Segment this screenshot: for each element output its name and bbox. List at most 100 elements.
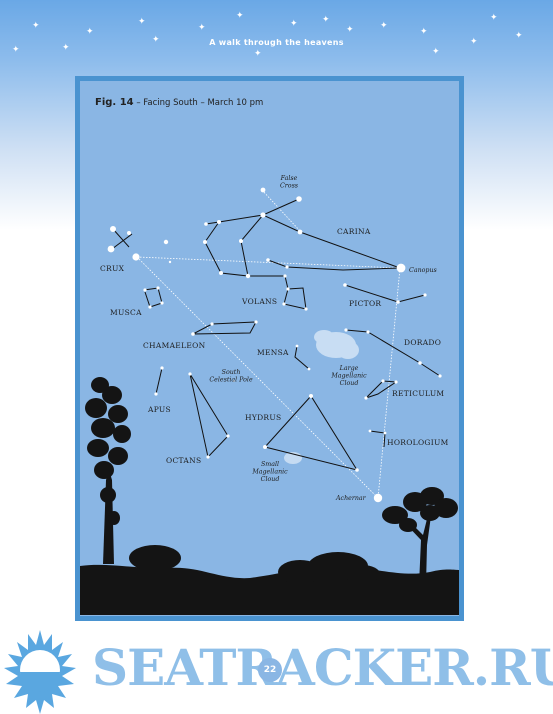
star-icon [366, 330, 370, 334]
octans-label: OCTANS [166, 456, 201, 465]
constellation-labels: CARINA CRUX Canopus VOLANS PICTOR MUSCA … [100, 227, 449, 502]
star-icon [160, 301, 164, 305]
pictor-label: PICTOR [349, 299, 381, 308]
star-icon: ✦ [152, 35, 160, 45]
south-celestial-pole-label-line: South [222, 369, 241, 376]
volans-label: VOLANS [241, 297, 277, 306]
large-magellanic-cloud-label-line: Cloud [340, 380, 359, 387]
star-icon [191, 332, 195, 336]
star-icon [168, 260, 172, 264]
hydrus-label: HYDRUS [245, 413, 281, 422]
star-icon: ✦ [198, 23, 206, 33]
star-icon [418, 361, 422, 365]
small-magellanic-cloud-label-line: Magellanic [251, 469, 288, 476]
star-icon [283, 274, 287, 278]
star-icon [203, 240, 207, 244]
page-header-title: A walk through the heavens [209, 38, 344, 47]
star-icon [285, 265, 289, 269]
star-icon [355, 468, 359, 472]
star-icon [204, 222, 208, 226]
star-icon [239, 239, 243, 243]
star-icon [286, 287, 290, 291]
crux-label: CRUX [100, 264, 125, 273]
star-icon [160, 366, 164, 370]
star-icon [295, 344, 299, 348]
star-icon [307, 367, 311, 371]
star-icon: ✦ [380, 21, 388, 31]
star-icon [245, 273, 251, 279]
figure-number: Fig. 14 [95, 97, 134, 108]
star-icon [132, 253, 140, 261]
false-cross-label-line: Cross [280, 183, 299, 190]
star-icon [254, 320, 258, 324]
star-icon: ✦ [32, 21, 40, 31]
dorado-label: DORADO [404, 338, 441, 347]
star-icon [226, 434, 230, 438]
star-icon: ✦ [138, 17, 146, 27]
star-icon [210, 322, 214, 326]
star-icon: ✦ [86, 27, 94, 37]
south-celestial-pole-label-line: Celestial Pole [209, 377, 253, 384]
page-number: 22 [258, 658, 282, 682]
canopus-label: Canopus [409, 267, 438, 274]
figure-caption: Fig. 14 – Facing South – March 10 pm [95, 97, 263, 108]
star-icon [154, 392, 158, 396]
star-icon: ✦ [490, 13, 498, 23]
star-icon [396, 300, 400, 304]
star-icon [394, 380, 398, 384]
mensa-label: MENSA [257, 348, 289, 357]
star-icon: ✦ [515, 31, 523, 41]
star-icon [296, 196, 302, 202]
star-icon: ✦ [420, 27, 428, 37]
canopus-star-icon [396, 263, 406, 273]
star-icon [217, 220, 221, 224]
star-icon [309, 394, 313, 398]
star-icon [368, 429, 372, 433]
achernar-star-icon [373, 493, 383, 503]
brand-watermark: SEATRACKER.RU [92, 638, 553, 697]
star-icon: ✦ [254, 49, 262, 59]
star-icon [260, 212, 266, 218]
constellation-lines [111, 198, 441, 471]
star-icon [282, 302, 286, 306]
star-icon [163, 239, 169, 245]
star-icon: ✦ [12, 45, 20, 55]
star-icon [107, 245, 115, 253]
reticulum-label: RETICULUM [392, 389, 444, 398]
large-magellanic-cloud-shape [314, 330, 359, 359]
chamaeleon-label: CHAMAELEON [143, 341, 206, 350]
star-icon: ✦ [470, 37, 478, 47]
horizon-silhouette [80, 377, 459, 615]
achernar-label: Achernar [335, 495, 367, 502]
star-icon [297, 229, 303, 235]
star-icon [188, 372, 192, 376]
star-icon [260, 187, 266, 193]
star-icon: ✦ [236, 11, 244, 21]
musca-label: MUSCA [110, 308, 142, 317]
star-icon: ✦ [322, 15, 330, 25]
star-icon [156, 286, 160, 290]
carina-label: CARINA [337, 227, 371, 236]
star-icon [344, 328, 348, 332]
stars [107, 187, 442, 503]
figure-caption-text: – Facing South – March 10 pm [133, 98, 264, 108]
star-icon [206, 455, 210, 459]
star-icon [266, 258, 270, 262]
pointer-lines [136, 189, 401, 499]
star-icon [438, 374, 442, 378]
small-magellanic-cloud-label-line: Cloud [261, 476, 280, 483]
star-icon: ✦ [62, 43, 70, 53]
large-magellanic-cloud-label-line: Magellanic [330, 373, 367, 380]
star-icon [381, 379, 385, 383]
apus-label: APUS [147, 405, 171, 414]
star-icon [423, 293, 427, 297]
star-icon [364, 396, 368, 400]
horologium-label: HOROLOGIUM [387, 438, 449, 447]
star-icon: ✦ [346, 25, 354, 35]
star-icon [304, 307, 308, 311]
star-icon [143, 288, 147, 292]
